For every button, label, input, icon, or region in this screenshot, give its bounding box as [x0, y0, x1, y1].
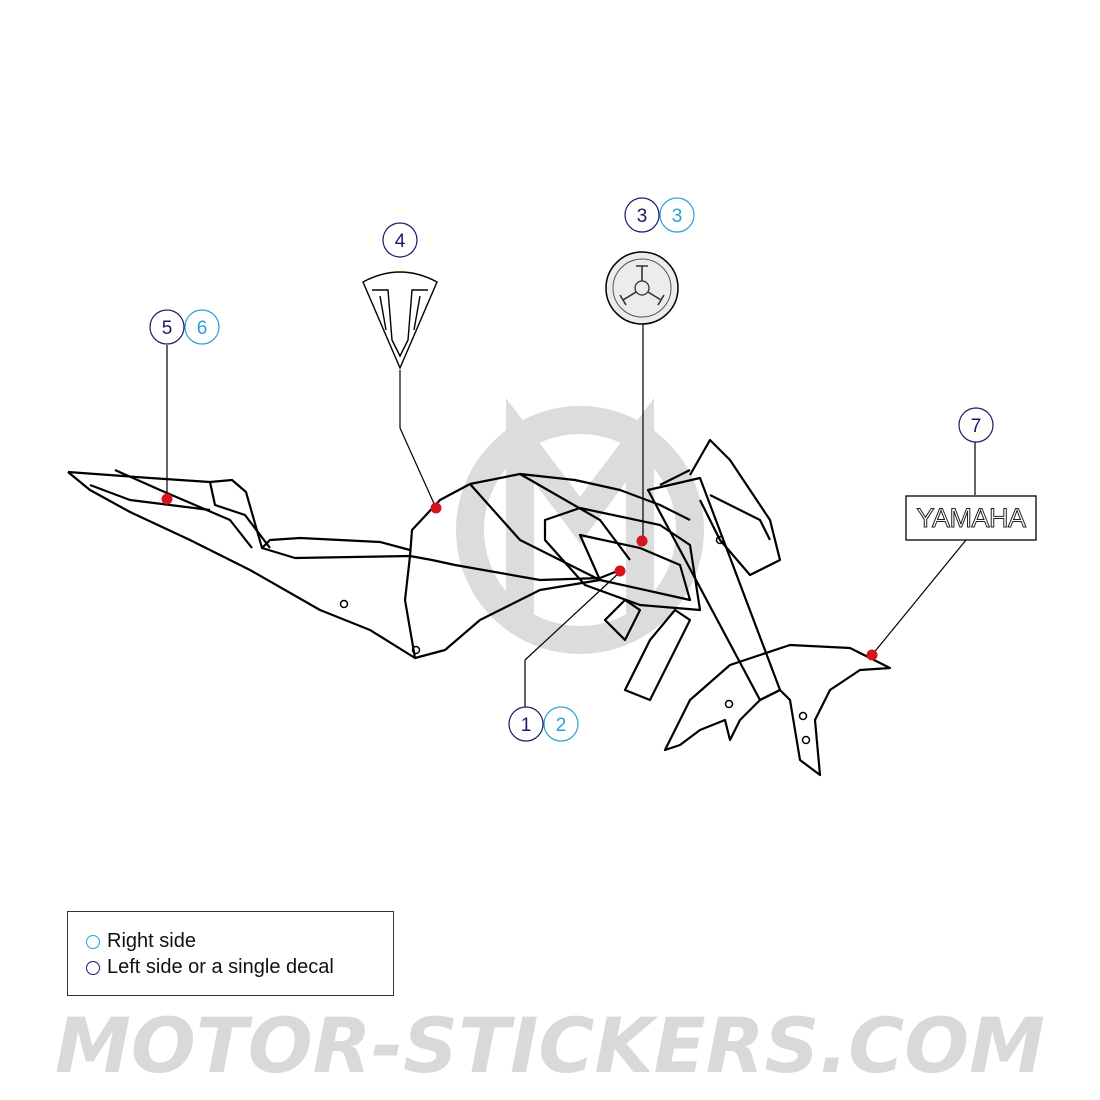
watermark: MOTOR-STICKERS.COM [55, 1001, 1045, 1090]
leader-lines [166, 322, 976, 708]
callout-3-left: 3 [624, 197, 660, 233]
callout-6: 6 [184, 309, 220, 345]
svg-text:6: 6 [197, 318, 208, 339]
legend-left-side-label: Left side or a single decal [107, 956, 334, 978]
placement-markers [161, 493, 878, 661]
mount-holes [339, 535, 811, 745]
callout-5: 5 [149, 309, 185, 345]
callout-2: 2 [543, 706, 579, 742]
legend-box: Right side Left side or a single decal [67, 911, 394, 996]
callout-1: 1 [508, 706, 544, 742]
svg-text:1: 1 [521, 715, 532, 736]
legend-right-side: Right side [86, 930, 196, 953]
svg-text:4: 4 [395, 231, 406, 252]
callout-4: 4 [382, 222, 418, 258]
svg-text:2: 2 [556, 715, 567, 736]
decal-3-emblem-icon [605, 251, 679, 325]
svg-text:5: 5 [162, 318, 173, 339]
watermark-text: MOTOR-STICKERS.COM [55, 1001, 1045, 1090]
callout-3-right: 3 [659, 197, 695, 233]
marker-4 [430, 502, 442, 514]
callout-7: 7 [958, 407, 994, 443]
left-side-ring-icon [86, 960, 100, 975]
legend-right-side-label: Right side [107, 930, 196, 952]
svg-text:3: 3 [672, 206, 683, 227]
marker-1-2 [614, 565, 626, 577]
callouts: 5 6 4 3 3 7 1 2 [149, 197, 994, 742]
legend-left-side: Left side or a single decal [86, 956, 334, 979]
right-side-ring-icon [86, 934, 100, 949]
svg-text:7: 7 [971, 416, 982, 437]
decal-4-shield-icon [362, 271, 438, 370]
marker-5-6 [161, 493, 173, 505]
decal-7-badge: YAMAHA [905, 495, 1037, 541]
marker-7 [866, 649, 878, 661]
decal-7-badge-text: YAMAHA [916, 503, 1026, 533]
svg-text:3: 3 [637, 206, 648, 227]
watermark-logo [456, 398, 704, 654]
motorcycle-outline [67, 438, 892, 777]
marker-3 [636, 535, 648, 547]
